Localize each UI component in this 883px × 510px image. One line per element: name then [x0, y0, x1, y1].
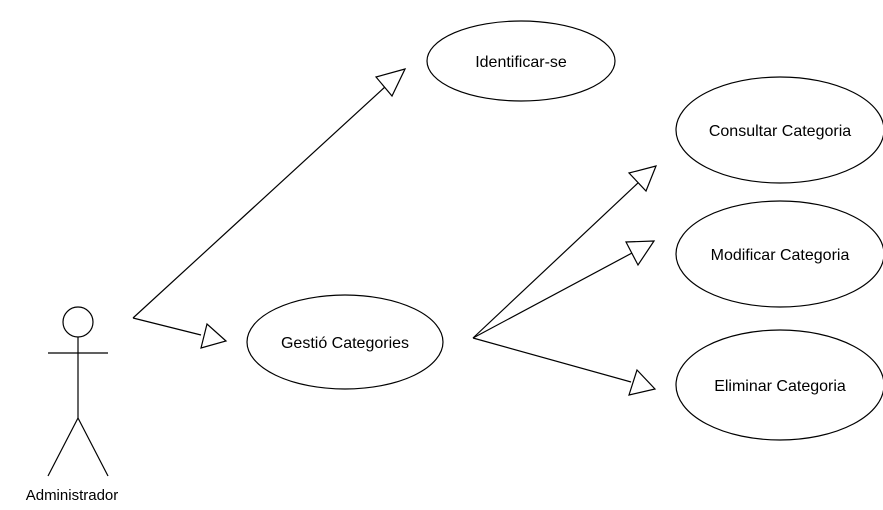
- association-gestio-modificar: [472, 240, 656, 339]
- use-case-identificarse-label: Identificar-se: [475, 54, 567, 71]
- actor-head: [62, 306, 94, 338]
- use-case-modificar-categoria: [675, 200, 883, 308]
- use-case-consultar-categoria: [675, 76, 883, 184]
- use-case-modificar-label: Modificar Categoria: [711, 247, 850, 264]
- association-actor-gestio: [132, 317, 228, 349]
- association-actor-identificarse: [132, 68, 407, 319]
- use-case-eliminar-label: Eliminar Categoria: [714, 378, 846, 395]
- association-gestio-eliminar: [472, 337, 657, 396]
- actor-label: Administrador: [26, 487, 119, 504]
- use-case-identificarse: [426, 20, 616, 102]
- arrowhead-icon: [625, 240, 656, 267]
- arrowhead-icon: [200, 322, 228, 349]
- use-case-eliminar-categoria: [675, 329, 883, 441]
- actor-right-leg: [77, 417, 109, 477]
- use-case-consultar-label: Consultar Categoria: [709, 123, 851, 140]
- use-case-gestio-categories: [246, 294, 444, 390]
- arrowhead-icon: [628, 368, 657, 396]
- association-gestio-consultar: [472, 165, 657, 339]
- use-case-gestio-label: Gestió Categories: [281, 335, 409, 352]
- arrowhead-icon: [627, 165, 657, 193]
- actor-administrador: [47, 306, 109, 477]
- arrowhead-icon: [374, 68, 407, 98]
- actor-left-leg: [47, 417, 79, 477]
